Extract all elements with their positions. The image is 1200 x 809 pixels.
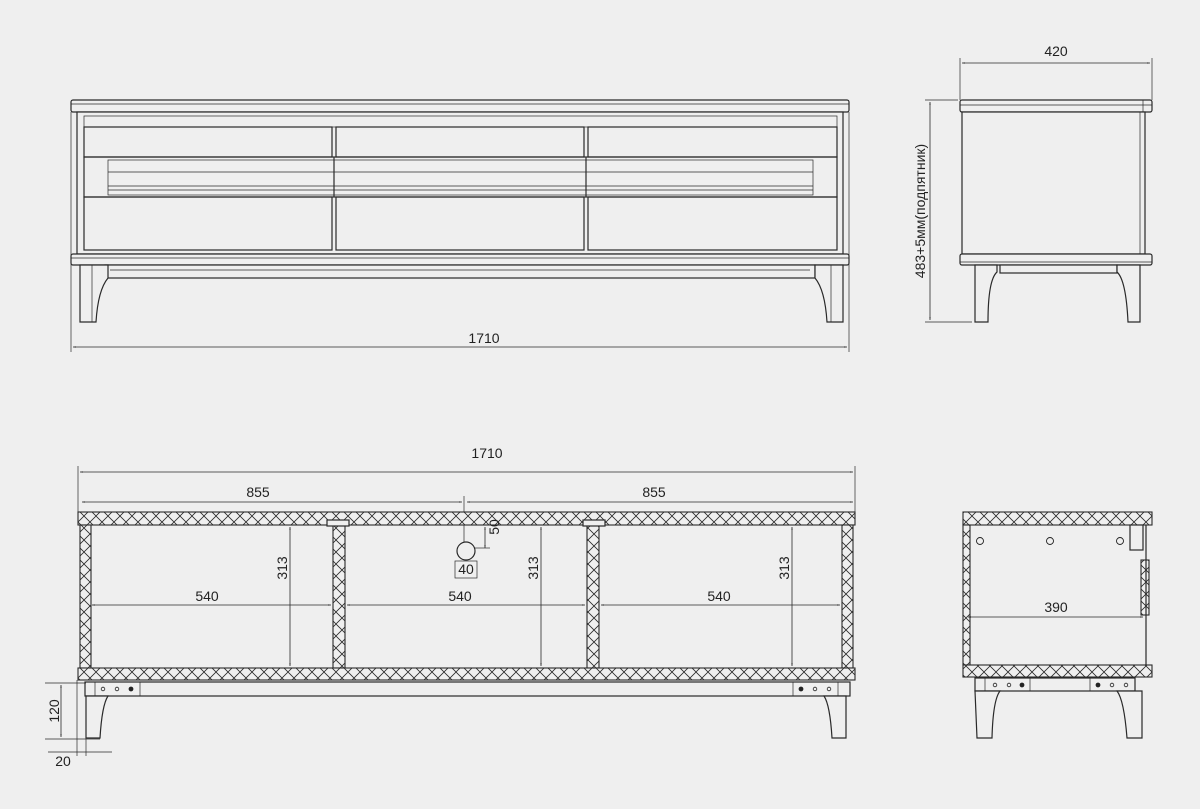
hole-diameter-label: 40 xyxy=(458,561,474,577)
side-leg-back xyxy=(1116,264,1141,323)
drawer-row-bottom xyxy=(83,196,838,251)
right-half-label: 855 xyxy=(642,484,666,500)
inner-depth-label: 390 xyxy=(1044,599,1068,615)
compartment-1: 540 313 xyxy=(92,527,331,666)
compartment-width-label: 540 xyxy=(448,588,472,604)
compartment-height-label: 313 xyxy=(274,556,290,580)
section-total-width-label: 1710 xyxy=(471,445,502,461)
glass-row xyxy=(83,156,838,198)
leg-left xyxy=(79,264,109,323)
section-side-leg-front xyxy=(974,690,1002,739)
compartment-height-label: 313 xyxy=(525,556,541,580)
section-leg-left xyxy=(85,695,110,739)
side-section: 390 xyxy=(962,511,1153,739)
front-view: 1710 xyxy=(70,99,850,352)
front-section: 1710 855 855 50 40 540 313 540 313 xyxy=(45,445,856,769)
cable-hole xyxy=(456,541,476,561)
compartment-height-label: 313 xyxy=(776,556,792,580)
left-half-label: 855 xyxy=(246,484,270,500)
section-side-leg-back xyxy=(1115,690,1143,739)
side-view: 420 483+5мм(подпятник) xyxy=(912,43,1153,323)
plinth-height-label: 120 xyxy=(46,699,62,723)
side-height-label: 483+5мм(подпятник) xyxy=(912,144,928,278)
compartment-2: 540 313 xyxy=(347,527,585,666)
compartment-width-label: 540 xyxy=(195,588,219,604)
side-depth-label: 420 xyxy=(1044,43,1068,59)
compartment-width-label: 540 xyxy=(707,588,731,604)
section-leg-right xyxy=(822,695,847,739)
front-width-label: 1710 xyxy=(468,330,499,346)
leg-right xyxy=(814,264,844,323)
side-leg-front xyxy=(974,264,998,323)
leg-offset-label: 20 xyxy=(55,753,71,769)
hole-offset-label: 50 xyxy=(486,519,502,535)
compartment-3: 540 313 xyxy=(601,527,840,666)
